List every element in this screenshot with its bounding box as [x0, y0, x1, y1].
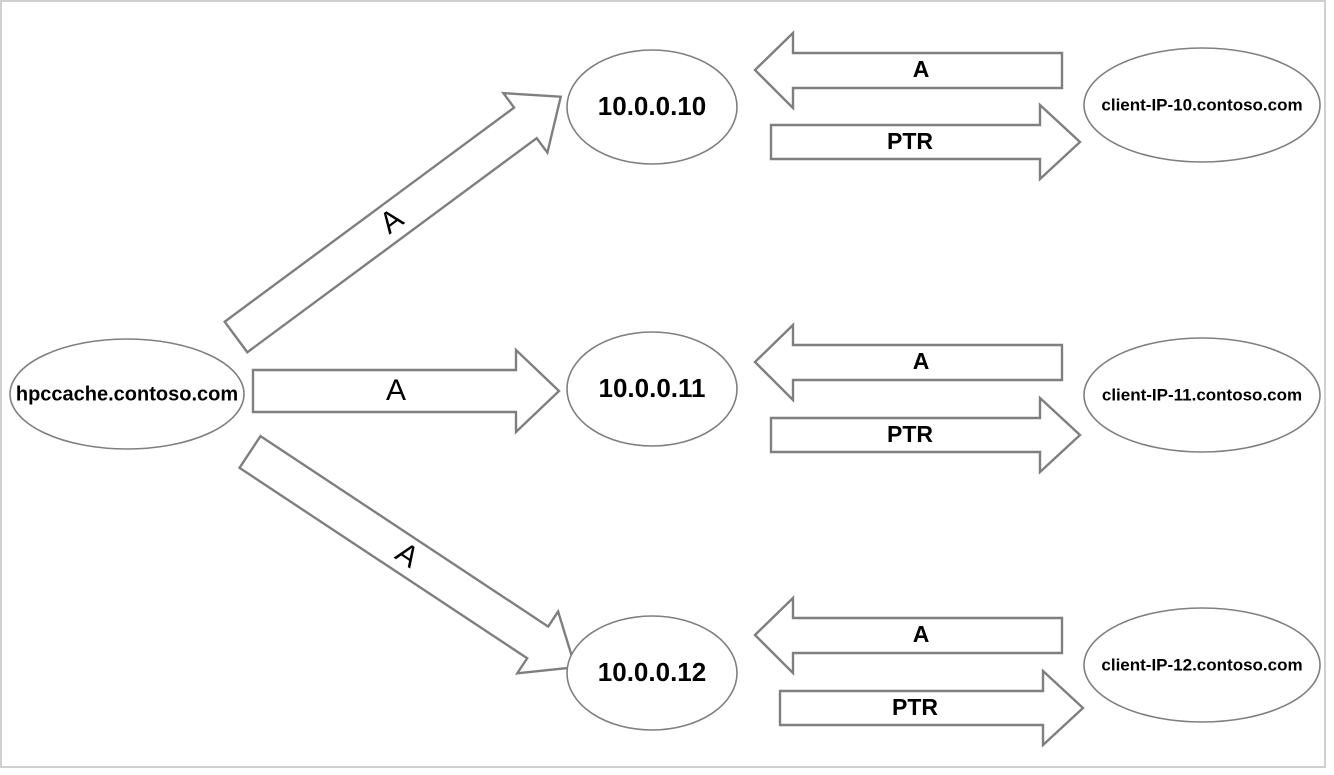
client-node-1-ellipse: [1083, 337, 1321, 453]
arrow-ip-to-client-top-1-shape: [753, 322, 1064, 403]
arrow-source-to-ip-2[interactable]: A: [230, 421, 596, 698]
ip-node-2-label: 10.0.0.12: [598, 657, 706, 687]
client-node-2-label: client-IP-12.contoso.com: [1101, 655, 1302, 674]
arrow-source-to-ip-1-shape: [251, 347, 561, 435]
arrow-ip-to-client-top-0-shape: [753, 30, 1064, 111]
ip-node-2[interactable]: 10.0.0.12: [566, 615, 738, 731]
arrow-ip-to-client-top-2-label: A: [913, 621, 930, 647]
arrow-source-to-ip-0-shape: [223, 91, 563, 354]
arrow-source-to-ip-0[interactable]: A: [214, 67, 583, 367]
arrow-ip-to-client-bottom-1[interactable]: PTR: [769, 395, 1082, 475]
arrow-ip-to-client-bottom-2-shape: [778, 668, 1085, 748]
arrow-source-to-ip-2-shape: [237, 434, 577, 675]
arrow-ip-to-client-top-1-label: A: [913, 348, 930, 374]
arrow-ip-to-client-bottom-2[interactable]: PTR: [778, 668, 1085, 748]
client-node-0-ellipse: [1083, 47, 1321, 163]
ip-node-0-label: 10.0.0.10: [598, 91, 706, 121]
arrow-ip-to-client-bottom-0[interactable]: PTR: [769, 102, 1082, 182]
arrow-source-to-ip-1[interactable]: A: [251, 347, 561, 435]
ip-node-0-ellipse: [566, 49, 738, 165]
arrow-ip-to-client-bottom-1-label: PTR: [887, 421, 933, 447]
source-node-hpccache[interactable]: hpccache.contoso.com: [9, 338, 245, 450]
arrow-ip-to-client-top-2-shape: [753, 595, 1064, 676]
arrow-ip-to-client-bottom-0-shape: [769, 102, 1082, 182]
ip-node-2-ellipse: [566, 615, 738, 731]
client-node-0[interactable]: client-IP-10.contoso.com: [1083, 47, 1321, 163]
arrow-ip-to-client-top-1[interactable]: A: [753, 322, 1064, 403]
arrow-ip-to-client-top-2[interactable]: A: [753, 595, 1064, 676]
arrow-source-to-ip-1-label: A: [386, 374, 406, 407]
ip-node-0[interactable]: 10.0.0.10: [566, 49, 738, 165]
client-node-1[interactable]: client-IP-11.contoso.com: [1083, 337, 1321, 453]
arrow-ip-to-client-bottom-1-shape: [769, 395, 1082, 475]
ip-node-1-ellipse: [566, 331, 738, 447]
ip-node-1-label: 10.0.0.11: [599, 373, 706, 403]
client-node-1-label: client-IP-11.contoso.com: [1102, 385, 1302, 404]
arrow-ip-to-client-top-0-label: A: [913, 56, 930, 82]
arrow-ip-to-client-bottom-0-label: PTR: [887, 128, 933, 154]
source-node-label: hpccache.contoso.com: [16, 383, 238, 405]
client-node-2-ellipse: [1083, 607, 1321, 723]
arrow-ip-to-client-top-0[interactable]: A: [753, 30, 1064, 111]
client-node-0-label: client-IP-10.contoso.com: [1101, 95, 1302, 114]
arrow-ip-to-client-bottom-2-label: PTR: [892, 694, 938, 720]
source-node-ellipse: [9, 338, 245, 450]
client-node-2[interactable]: client-IP-12.contoso.com: [1083, 607, 1321, 723]
ip-node-1[interactable]: 10.0.0.11: [566, 331, 738, 447]
